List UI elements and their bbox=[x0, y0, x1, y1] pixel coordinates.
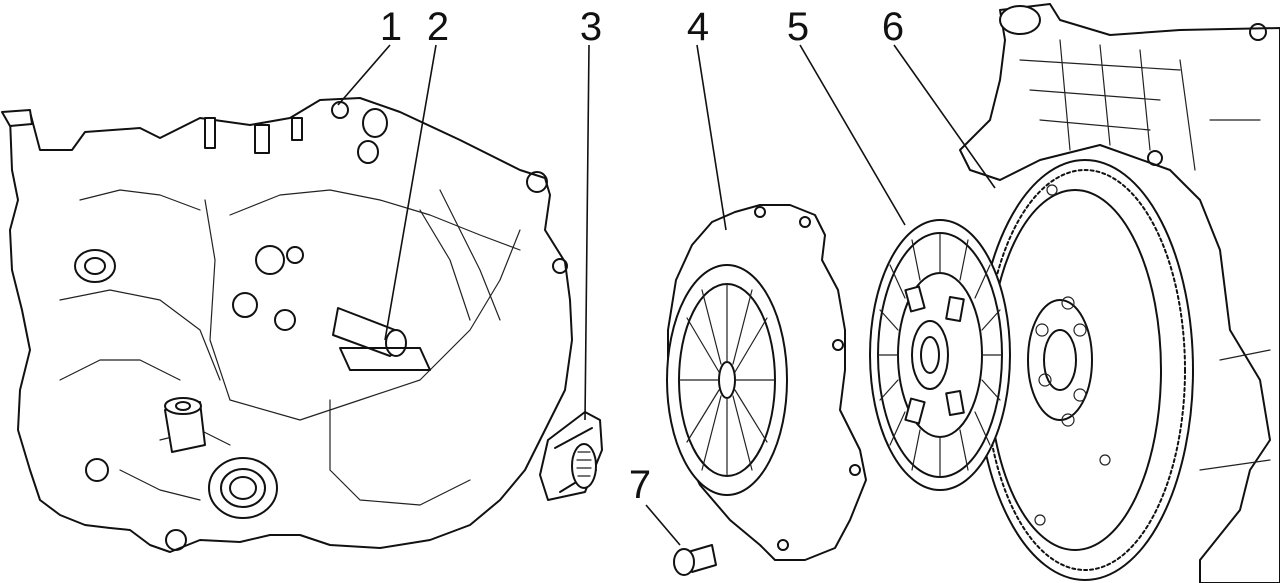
callout-7: 7 bbox=[629, 463, 651, 507]
release-bearing bbox=[539, 411, 603, 501]
callout-5: 5 bbox=[787, 5, 809, 49]
leader-lines bbox=[337, 44, 996, 546]
callout-3: 3 bbox=[580, 5, 602, 49]
callout-1: 1 bbox=[380, 5, 402, 49]
clutch-disc bbox=[869, 219, 1011, 491]
engine-block bbox=[959, 3, 1280, 583]
callout-6: 6 bbox=[882, 5, 904, 49]
bolt bbox=[673, 544, 717, 576]
pressure-plate bbox=[666, 204, 867, 561]
transmission-housing bbox=[1, 97, 573, 553]
callout-4: 4 bbox=[687, 5, 709, 49]
callout-2: 2 bbox=[427, 5, 449, 49]
